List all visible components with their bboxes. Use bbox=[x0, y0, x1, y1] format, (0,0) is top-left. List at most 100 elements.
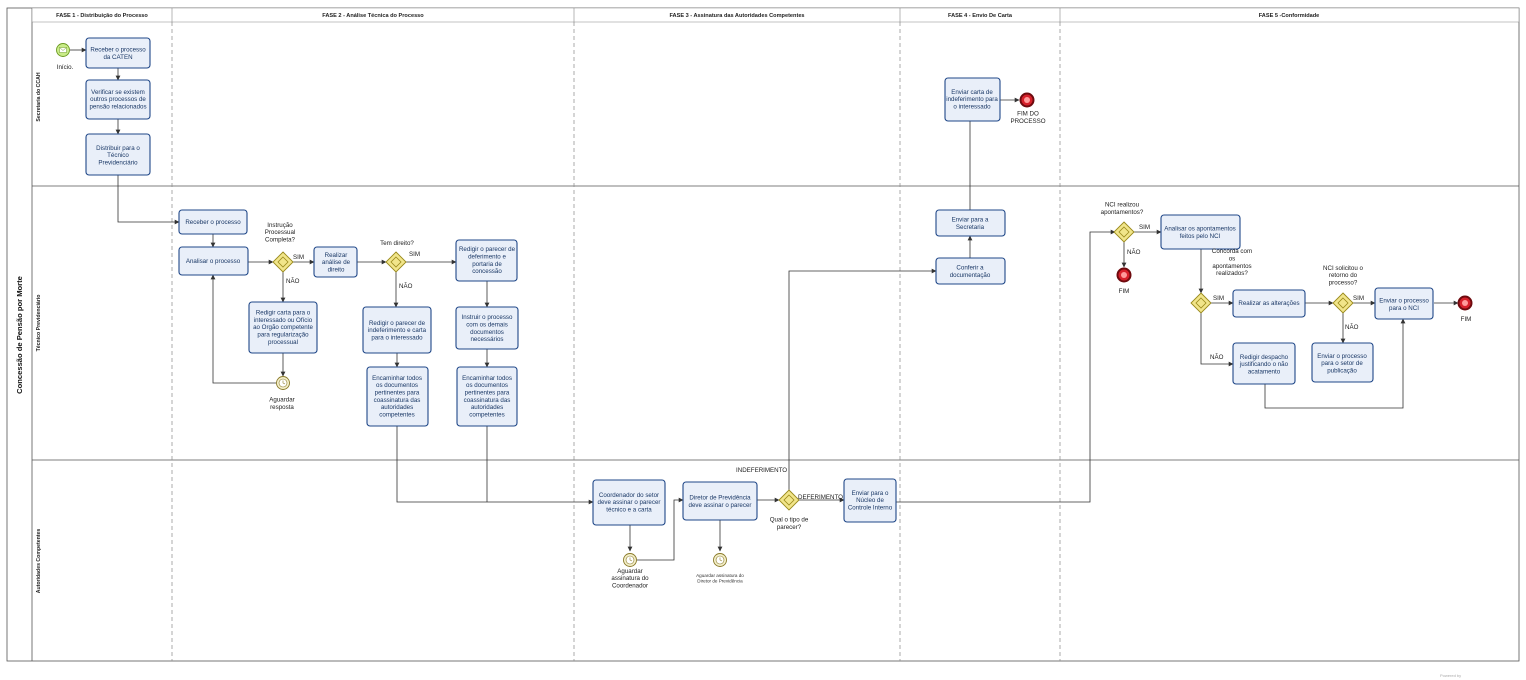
lane-secretaria: Secretaria do CCAH bbox=[36, 72, 42, 122]
gateway-instrucao[interactable] bbox=[272, 251, 294, 273]
gateway-tem-direito[interactable] bbox=[385, 251, 407, 273]
phase-2-label: FASE 2 - Análise Técnica do Processo bbox=[322, 13, 424, 19]
timer-event-aguardar-coordenador[interactable] bbox=[623, 553, 637, 567]
envelope-icon bbox=[59, 47, 67, 53]
pool-title: Concessão de Pensão por Morte bbox=[15, 276, 24, 394]
end-event-fim-final[interactable] bbox=[1457, 295, 1473, 311]
flow-label-sim-direito: SIM bbox=[409, 251, 420, 258]
flow-label-deferimento: DEFERIMENTO bbox=[798, 494, 843, 501]
flow-labels: SIM NÃO SIM NÃO INDEFERIMENTO DEFERIMENT… bbox=[286, 224, 1364, 501]
gateway-tipo-parecer[interactable] bbox=[778, 489, 800, 511]
task-realizar-alteracoes-label: Realizar as alterações bbox=[1238, 300, 1299, 307]
gateway-nci-solicitou[interactable] bbox=[1332, 292, 1354, 314]
end-event-fim-processo[interactable] bbox=[1019, 92, 1035, 108]
footer-powered-by: Powered by bbox=[1440, 673, 1461, 678]
phase-4-label: FASE 4 - Envio De Carta bbox=[948, 13, 1013, 19]
flow-label-sim-concorda: SIM bbox=[1213, 295, 1224, 302]
gateway-concorda[interactable] bbox=[1190, 292, 1212, 314]
end-event-fim-nci[interactable] bbox=[1116, 267, 1132, 283]
pool: Concessão de Pensão por Morte Secretaria… bbox=[6, 7, 1520, 662]
phase-1-label: FASE 1 - Distribuição do Processo bbox=[56, 13, 148, 19]
task-analisar-processo[interactable]: Analisar o processo bbox=[178, 246, 249, 276]
end-event-fim-final-label: FIM bbox=[1461, 316, 1472, 323]
flow-label-nao-nci: NÃO bbox=[1127, 249, 1141, 256]
gateway-tem-direito-label: Tem direito? bbox=[380, 240, 414, 247]
task-analisar-processo-label: Analisar o processo bbox=[186, 258, 241, 265]
timer-event-aguardar-resposta[interactable] bbox=[276, 376, 290, 390]
flow-label-nao-direito: NÃO bbox=[399, 283, 413, 290]
timer-event-aguardar-diretor[interactable] bbox=[713, 553, 727, 567]
gateway-nci-realizou[interactable] bbox=[1113, 221, 1135, 243]
flow-label-sim-nci: SIM bbox=[1139, 224, 1150, 231]
flow-label-nao-solicitou: NÃO bbox=[1345, 324, 1359, 331]
start-event-inicio[interactable] bbox=[56, 43, 70, 57]
task-receber-processo-label: Receber o processo bbox=[185, 219, 241, 226]
phase-3-label: FASE 3 - Assinatura das Autoridades Comp… bbox=[669, 13, 804, 19]
lane-autoridades: Autoridades Competentes bbox=[36, 529, 42, 594]
start-event-inicio-label: Início. bbox=[57, 64, 74, 71]
end-event-fim-nci-label: FIM bbox=[1119, 288, 1130, 295]
flow-label-nao-instrucao: NÃO bbox=[286, 278, 300, 285]
flow-label-indeferimento: INDEFERIMENTO bbox=[736, 467, 787, 474]
task-receber-processo[interactable]: Receber o processo bbox=[178, 209, 248, 235]
flow-label-sim-solicitou: SIM bbox=[1353, 295, 1364, 302]
flow-label-sim-instrucao: SIM bbox=[293, 254, 304, 261]
task-realizar-alteracoes[interactable]: Realizar as alterações bbox=[1232, 289, 1306, 318]
sequence-flows bbox=[70, 47, 1459, 561]
phases: FASE 1 - Distribuição do Processo FASE 2… bbox=[31, 7, 1520, 661]
phase-5-label: FASE 5 -Conformidade bbox=[1259, 13, 1320, 19]
